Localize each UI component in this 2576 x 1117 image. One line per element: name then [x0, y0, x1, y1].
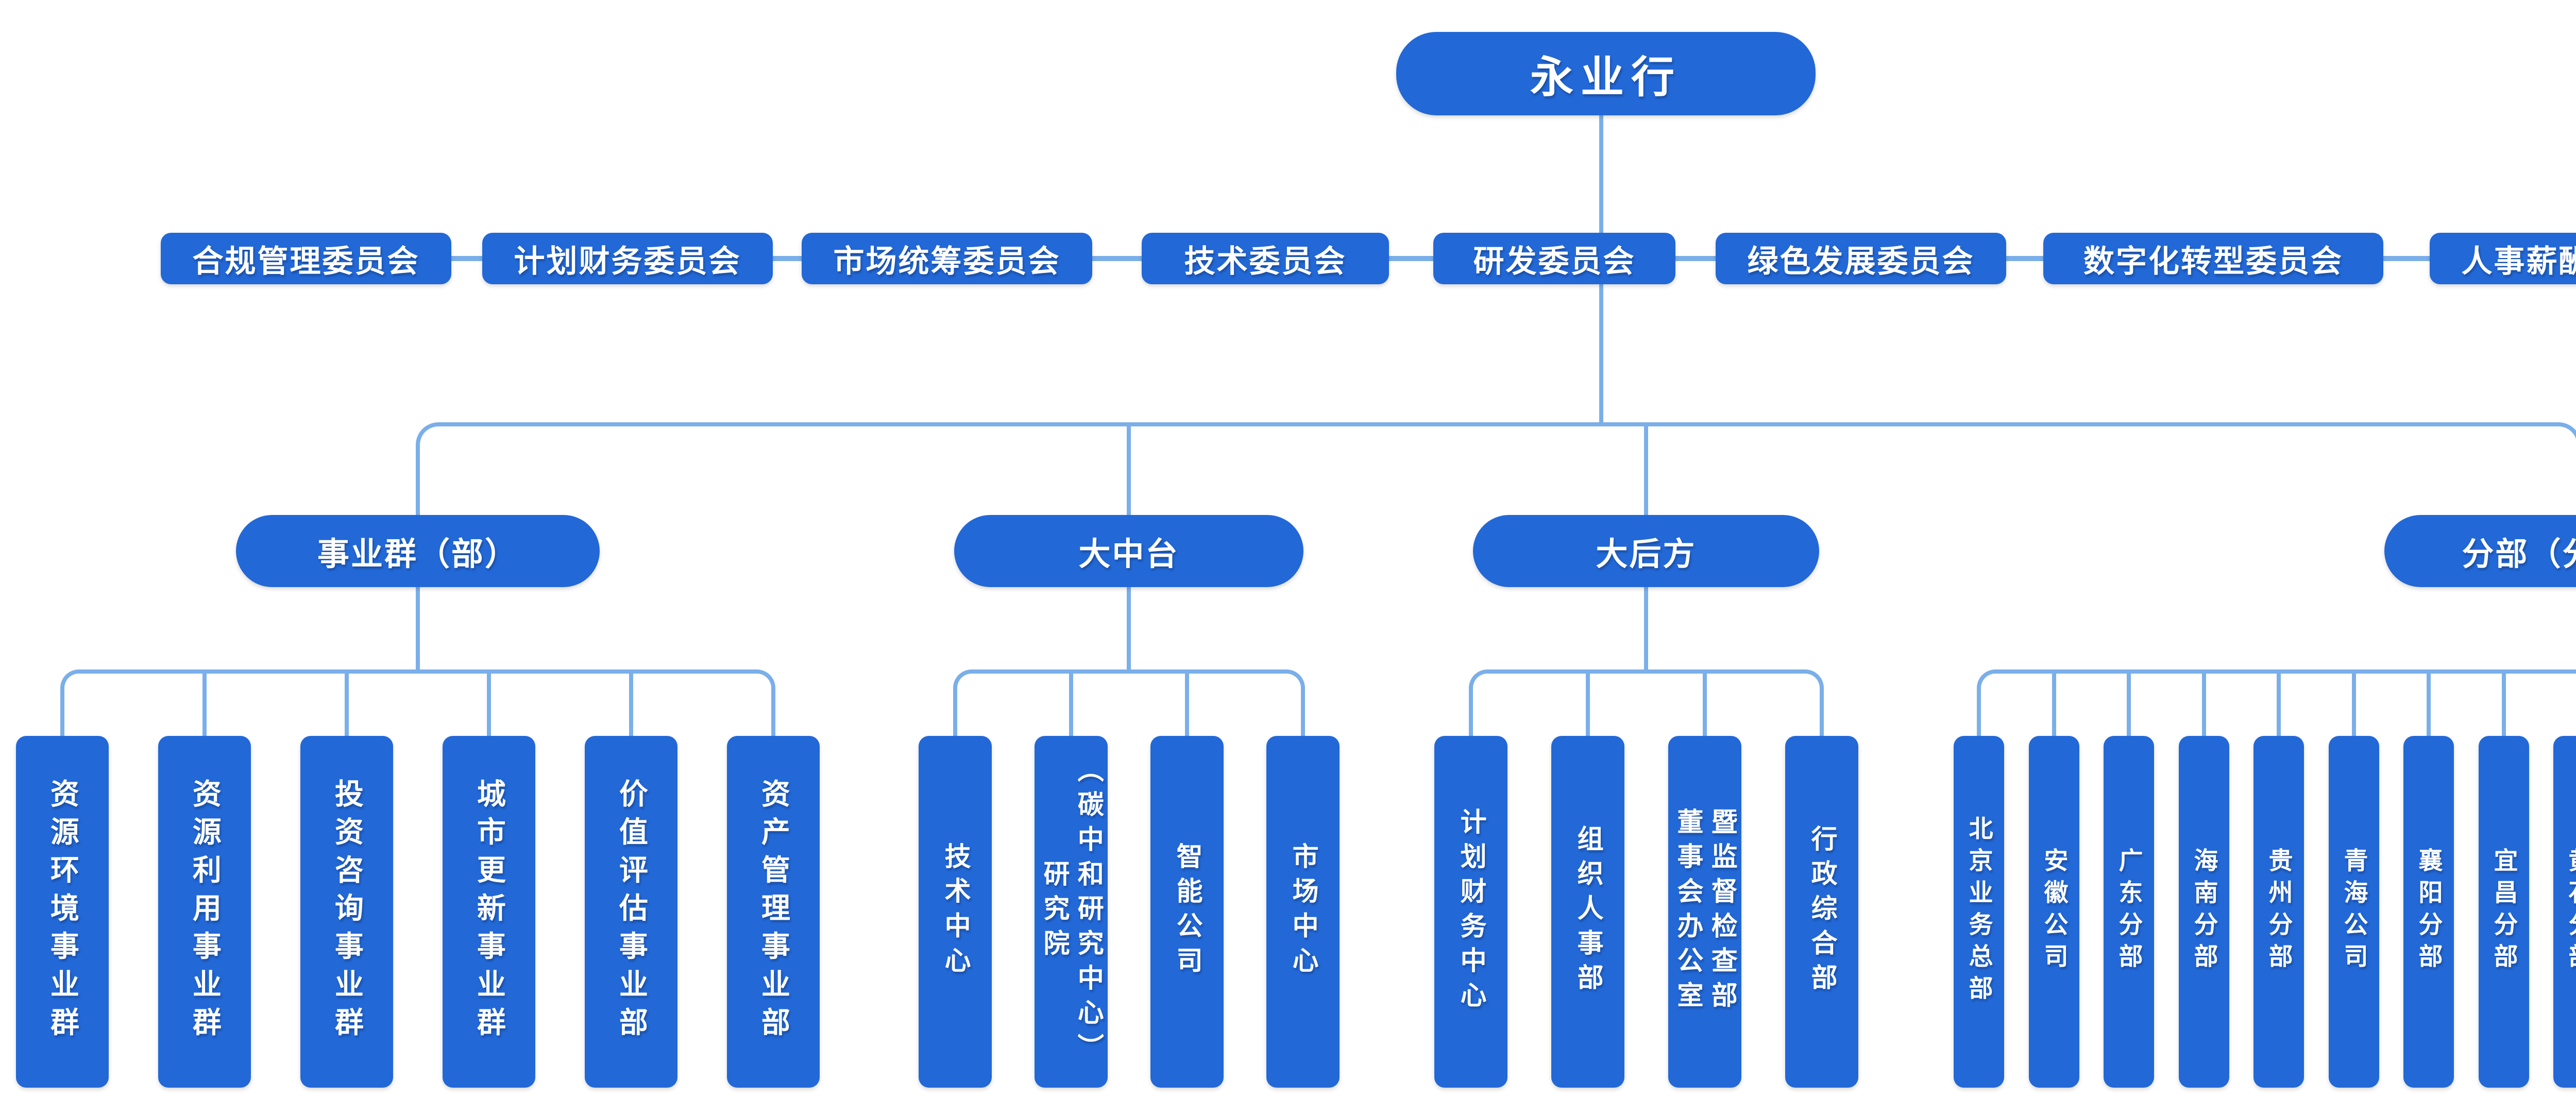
- children-bus-line: [60, 669, 775, 736]
- child-stub-line: [629, 669, 633, 736]
- child-stub-line: [1586, 669, 1590, 736]
- branch-node[interactable]: 北京业务总部: [1954, 736, 2004, 1088]
- branch-node[interactable]: 广东分部: [2104, 736, 2154, 1088]
- children-bus-line: [953, 669, 1305, 736]
- dept-node[interactable]: 行政综合部: [1785, 736, 1858, 1088]
- dept-node[interactable]: 计划财务中心: [1434, 736, 1507, 1088]
- child-stub-line: [487, 669, 491, 736]
- child-stub-line: [1069, 669, 1073, 736]
- child-stub-line: [345, 669, 349, 736]
- dept-label: 资产管理事业部: [757, 778, 790, 1045]
- dept-node[interactable]: 价值评估事业部: [585, 736, 677, 1088]
- groups-bus-line: [416, 422, 2576, 515]
- committee-node-7[interactable]: 数字化转型委员会: [2043, 233, 2383, 284]
- children-bus-line: [1469, 669, 1824, 736]
- committee-connector: [1092, 256, 1142, 261]
- group-pill-business-groups[interactable]: 事业群（部）: [236, 515, 600, 587]
- dept-label: 价值评估事业部: [615, 778, 648, 1045]
- dept-label: 计划财务中心: [1456, 807, 1486, 1016]
- committee-connector: [1675, 256, 1716, 261]
- dept-label: 城市更新事业群: [473, 778, 506, 1045]
- branch-node[interactable]: 襄阳分部: [2403, 736, 2454, 1088]
- dept-label: 投资咨询事业群: [331, 778, 364, 1045]
- child-stub-line: [2502, 669, 2506, 736]
- committee-node-5[interactable]: 研发委员会: [1433, 233, 1675, 284]
- dept-label: 研究院 （碳中和研究中心）: [1040, 755, 1104, 1068]
- dept-node[interactable]: 技术中心: [919, 736, 992, 1088]
- committee-connector: [2006, 256, 2043, 261]
- branch-label: 黄石分部: [2565, 848, 2576, 976]
- child-stub-line: [202, 669, 207, 736]
- group-stub-line: [1127, 422, 1131, 515]
- dept-label: 技术中心: [941, 842, 971, 982]
- root-node[interactable]: 永业行: [1396, 32, 1816, 115]
- committee-node-8[interactable]: 人事薪酬委员会: [2430, 233, 2576, 284]
- branch-label: 贵州分部: [2265, 848, 2293, 976]
- dept-node[interactable]: 研究院 （碳中和研究中心）: [1035, 736, 1108, 1088]
- group-pill-branches[interactable]: 分部（分公司）: [2384, 515, 2576, 587]
- dept-node[interactable]: 资产管理事业部: [727, 736, 820, 1088]
- dept-label: 市场中心: [1289, 842, 1318, 982]
- pill-drop-line: [1644, 587, 1648, 669]
- dept-label: 行政综合部: [1807, 825, 1837, 999]
- dept-node[interactable]: 智能公司: [1150, 736, 1224, 1088]
- group-pill-back-office[interactable]: 大后方: [1473, 515, 1819, 587]
- pill-drop-line: [1127, 587, 1131, 669]
- child-stub-line: [2277, 669, 2281, 736]
- dept-label: 资源环境事业群: [46, 778, 79, 1045]
- dept-node[interactable]: 董事会办公室 暨监督检查部: [1668, 736, 1741, 1088]
- committee-connector: [2383, 256, 2430, 261]
- committee-connector: [773, 256, 802, 261]
- committee-node-6[interactable]: 绿色发展委员会: [1716, 233, 2006, 284]
- branch-label: 安徽公司: [2040, 848, 2068, 976]
- child-stub-line: [1703, 669, 1707, 736]
- branch-label: 广东分部: [2115, 848, 2143, 976]
- branch-node[interactable]: 青海公司: [2329, 736, 2379, 1088]
- committee-node-1[interactable]: 合规管理委员会: [161, 233, 451, 284]
- branch-node[interactable]: 海南分部: [2179, 736, 2229, 1088]
- child-stub-line: [1185, 669, 1189, 736]
- branch-label: 青海公司: [2340, 848, 2368, 976]
- dept-node[interactable]: 市场中心: [1266, 736, 1340, 1088]
- group-pill-middle-platform[interactable]: 大中台: [954, 515, 1303, 587]
- dept-label: 组织人事部: [1573, 825, 1603, 999]
- branch-node[interactable]: 安徽公司: [2029, 736, 2079, 1088]
- dept-label: 董事会办公室 暨监督检查部: [1673, 807, 1737, 1016]
- committee-connector: [1389, 256, 1433, 261]
- dept-node[interactable]: 投资咨询事业群: [300, 736, 393, 1088]
- dept-node[interactable]: 城市更新事业群: [443, 736, 535, 1088]
- branch-label: 宜昌分部: [2490, 848, 2518, 976]
- dept-label: 智能公司: [1173, 842, 1202, 982]
- dept-node[interactable]: 资源环境事业群: [16, 736, 109, 1088]
- child-stub-line: [2427, 669, 2431, 736]
- dept-node[interactable]: 资源利用事业群: [158, 736, 251, 1088]
- child-stub-line: [2202, 669, 2206, 736]
- branch-label: 襄阳分部: [2415, 848, 2443, 976]
- child-stub-line: [2352, 669, 2356, 736]
- child-stub-line: [2127, 669, 2131, 736]
- dept-node[interactable]: 组织人事部: [1551, 736, 1624, 1088]
- branch-node[interactable]: 宜昌分部: [2479, 736, 2529, 1088]
- branch-node[interactable]: 贵州分部: [2253, 736, 2304, 1088]
- children-bus-line: [1977, 669, 2576, 736]
- committee-connector: [451, 256, 482, 261]
- committee-node-3[interactable]: 市场统筹委员会: [802, 233, 1092, 284]
- group-stub-line: [1644, 422, 1648, 515]
- branch-label: 北京业务总部: [1965, 816, 1993, 1008]
- committee-node-2[interactable]: 计划财务委员会: [482, 233, 773, 284]
- branch-node[interactable]: 黄石分部: [2553, 736, 2576, 1088]
- committee-node-4[interactable]: 技术委员会: [1142, 233, 1389, 284]
- branch-label: 海南分部: [2190, 848, 2218, 976]
- pill-drop-line: [416, 587, 420, 669]
- dept-label: 资源利用事业群: [189, 778, 222, 1045]
- child-stub-line: [2052, 669, 2056, 736]
